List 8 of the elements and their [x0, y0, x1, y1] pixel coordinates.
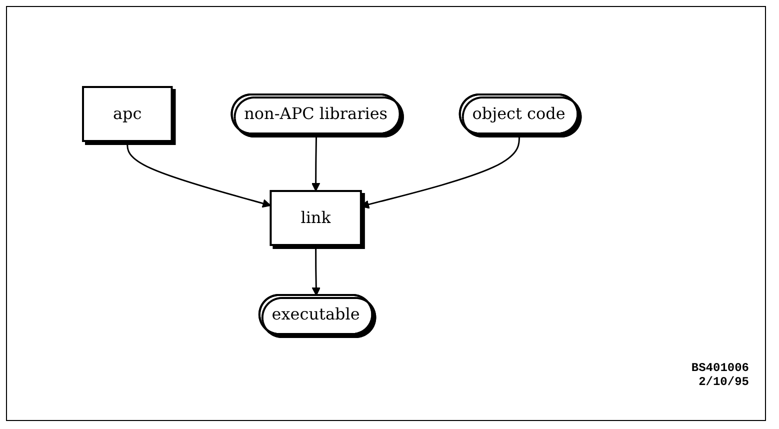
arrow — [311, 244, 320, 296]
reference-note: BS401006 — [691, 361, 749, 375]
reference-note: 2/10/95 — [698, 375, 749, 389]
arrow — [360, 133, 520, 208]
node-box: link — [269, 190, 362, 246]
arrow — [126, 140, 271, 208]
node-box: apc — [82, 86, 172, 142]
arrow — [311, 133, 320, 191]
